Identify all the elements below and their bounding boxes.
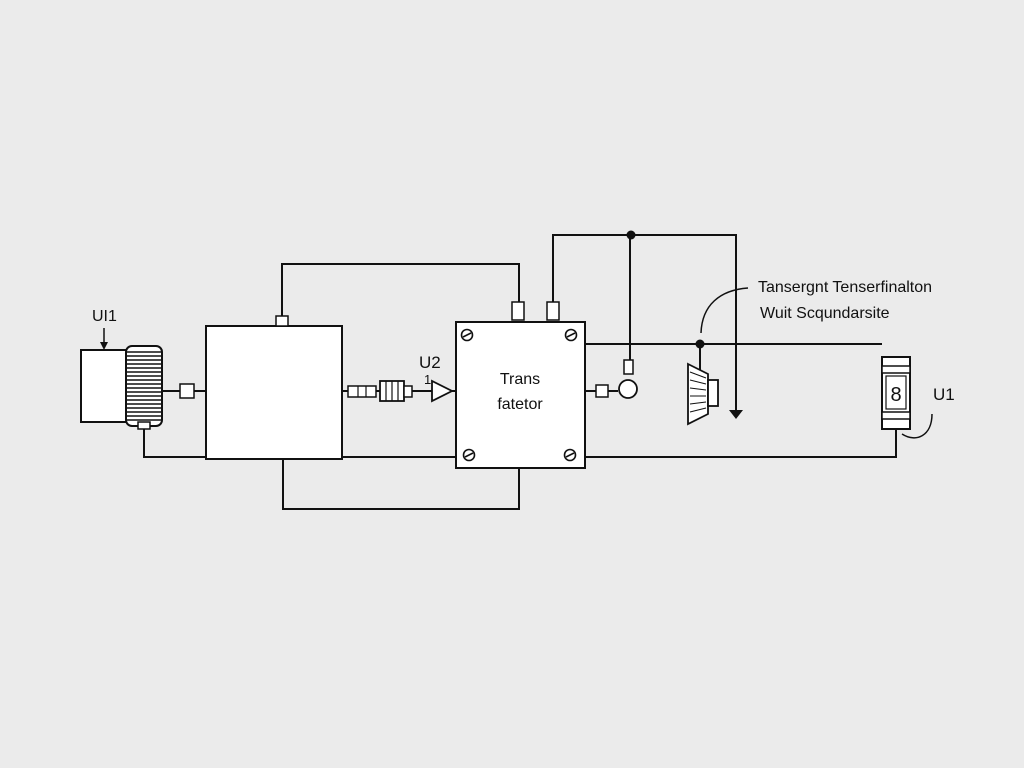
wire-bottom-loop — [282, 460, 520, 510]
wire-top-loop — [281, 263, 520, 318]
annotation-line-1: Tansergnt Tenserfinalton — [758, 279, 932, 296]
center-block-pin-right — [546, 301, 560, 321]
center-block-screws — [460, 328, 578, 462]
connector-right — [595, 384, 609, 398]
speaker — [687, 362, 719, 426]
left-ref-arrowhead — [100, 342, 108, 350]
coil-bottom-cap — [137, 421, 151, 430]
right-ref-leader — [901, 413, 933, 439]
annotation-line-2: Wuit Scqundarsite — [760, 305, 890, 322]
connector-chain — [347, 380, 413, 402]
ground-arrow — [729, 410, 743, 419]
left-module-body — [80, 349, 128, 423]
left-ref-label: UI1 — [92, 308, 117, 325]
wire-bottom-bus-right — [585, 430, 897, 458]
left-module: UI1 — [80, 308, 163, 430]
junction-dot-right — [695, 339, 705, 349]
amplifier-triangle — [431, 379, 455, 403]
annotation-leader — [700, 287, 749, 334]
display-digit: 8 — [890, 384, 901, 406]
connector-left — [179, 383, 195, 399]
center-block-label-2: fatetor — [497, 396, 543, 413]
center-block-label-1: Trans — [500, 371, 540, 388]
center-block — [455, 321, 586, 469]
junction-dot-top — [626, 230, 636, 240]
coil-body — [125, 345, 163, 427]
coil-windings — [127, 351, 161, 421]
wire-bottom-bus — [143, 426, 206, 458]
main-block-top-pin — [275, 315, 289, 327]
amp-ref-label: U2 — [419, 353, 441, 372]
amp-pin-label: 1 — [424, 372, 431, 387]
right-ref-label: U1 — [933, 385, 955, 404]
lamp-lead — [623, 359, 634, 375]
center-block-pin-left — [511, 301, 525, 321]
wire-top-right — [552, 234, 737, 410]
lamp-circle — [618, 379, 638, 399]
main-block — [205, 325, 343, 460]
wires — [143, 234, 897, 510]
display-module: 8 — [881, 356, 911, 430]
